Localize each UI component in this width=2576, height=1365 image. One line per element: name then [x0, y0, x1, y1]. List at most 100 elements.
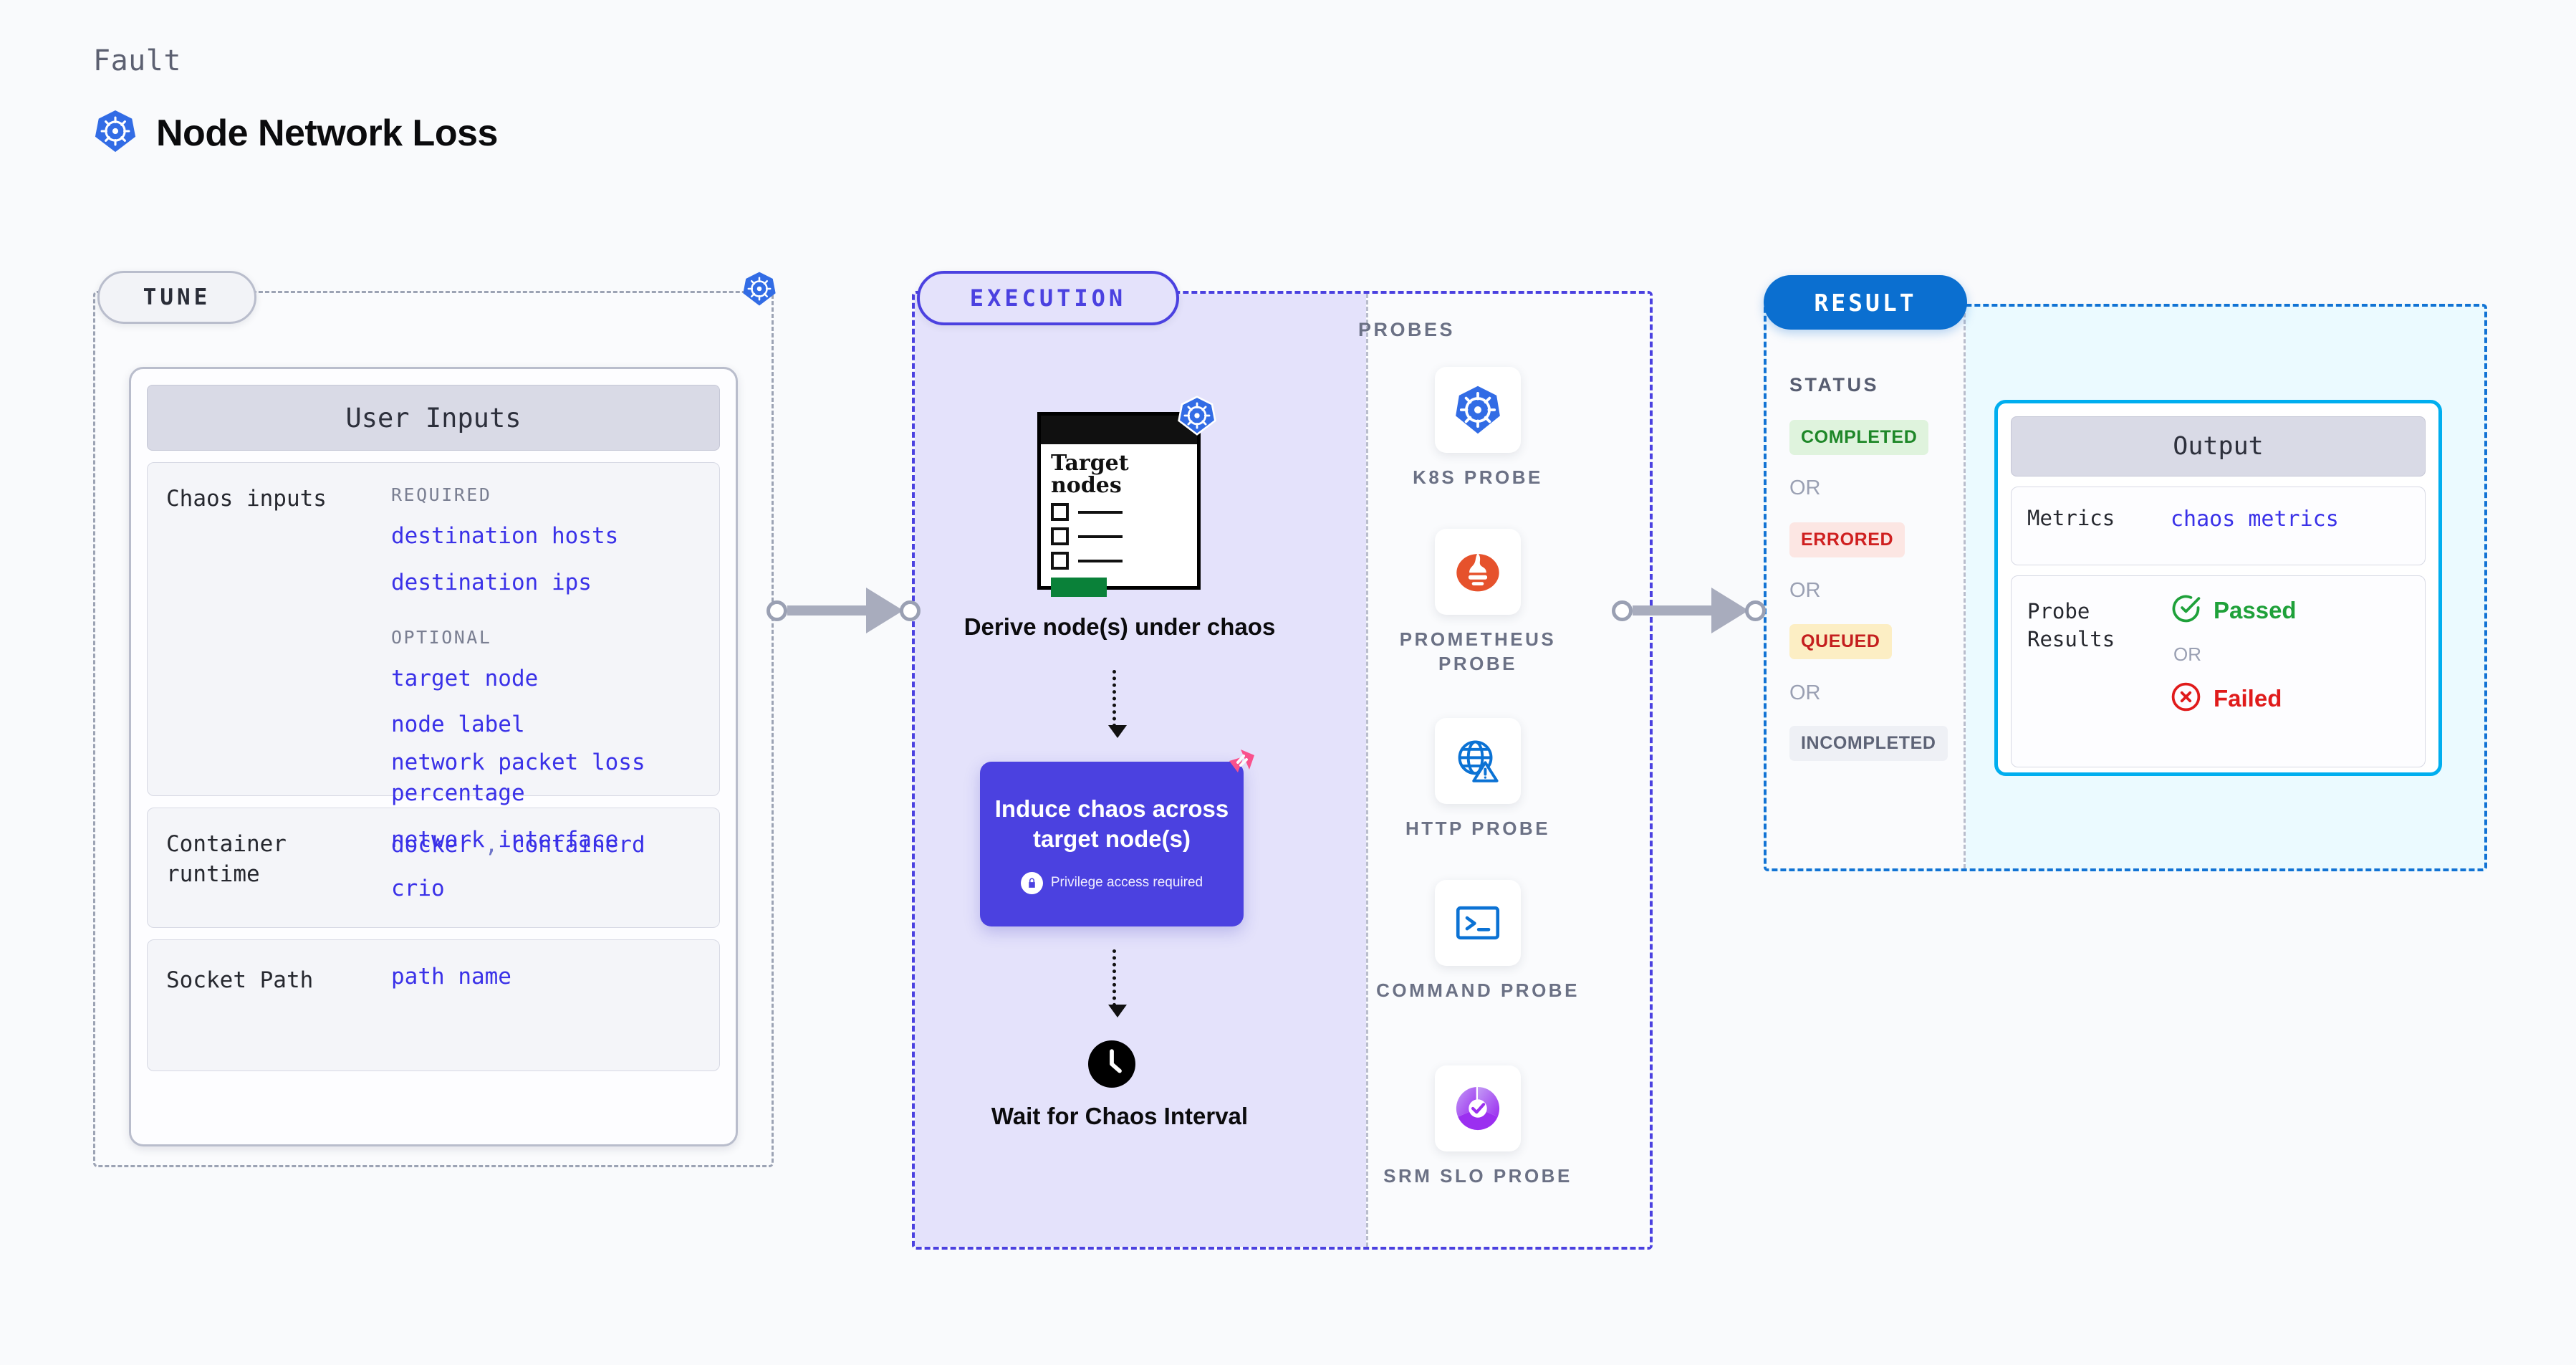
- row-values: docker , containerd crio: [381, 830, 701, 906]
- induce-chaos-title: Induce chaos across target node(s): [994, 795, 1229, 852]
- globe-warning-icon: [1435, 718, 1521, 804]
- induce-chaos-step: Induce chaos across target node(s) Privi…: [980, 762, 1244, 926]
- or-separator: OR: [1789, 681, 1821, 704]
- failed-text: Failed: [2214, 685, 2282, 712]
- optional-group-title: OPTIONAL: [391, 626, 492, 648]
- metrics-value[interactable]: chaos metrics: [2171, 507, 2339, 532]
- probes-label: PROBES: [1358, 319, 1456, 340]
- status-badge-errored: ERRORED: [1789, 522, 1905, 557]
- probe-k8s[interactable]: K8S PROBE: [1370, 367, 1585, 490]
- probe-srm-slo[interactable]: SRM SLO PROBE: [1370, 1065, 1585, 1189]
- status-column: [1767, 307, 1966, 868]
- placeholder-line: [1078, 559, 1123, 562]
- status-badge-queued: QUEUED: [1789, 624, 1892, 659]
- metrics-row: Metrics chaos metrics: [2011, 487, 2426, 565]
- or-separator: OR: [2173, 643, 2201, 665]
- probe-name: PROMETHEUS PROBE: [1399, 628, 1557, 674]
- connector-arrowhead: [866, 588, 903, 633]
- lock-icon: [1020, 871, 1043, 894]
- flow-arrow-down: [1108, 670, 1127, 738]
- kubernetes-icon: [1435, 367, 1521, 453]
- x-circle-icon: [2171, 681, 2201, 716]
- connector-line: [1633, 605, 1713, 616]
- probe-prometheus[interactable]: PROMETHEUS PROBE: [1370, 529, 1585, 676]
- connector-dot: [900, 600, 921, 621]
- connector-line: [787, 605, 868, 616]
- probe-results-label: Probe Results: [2027, 599, 2115, 652]
- socket-path-row: Socket Path path name: [147, 939, 720, 1071]
- row-label: Socket Path: [166, 967, 314, 993]
- privilege-note: Privilege access required: [1020, 871, 1203, 894]
- output-title: Output: [2011, 416, 2426, 476]
- socket-path-value[interactable]: path name: [391, 964, 511, 990]
- or-separator: OR: [1789, 476, 1821, 499]
- prometheus-icon: [1435, 529, 1521, 615]
- probe-http[interactable]: HTTP PROBE: [1370, 718, 1585, 841]
- kubernetes-icon: [741, 271, 777, 310]
- runtime-docker-containerd[interactable]: docker , containerd: [391, 832, 645, 858]
- tune-tag: TUNE: [97, 271, 256, 324]
- derive-step-caption: Derive node(s) under chaos: [963, 613, 1276, 640]
- fault-eyebrow: Fault: [93, 44, 181, 77]
- connector-tune-to-execution: [766, 588, 921, 633]
- green-bar-indicator: [1051, 578, 1107, 598]
- harness-logo-icon: [1222, 747, 1256, 785]
- probe-name: SRM SLO PROBE: [1383, 1165, 1572, 1187]
- kubernetes-icon: [93, 109, 138, 157]
- input-destination-hosts[interactable]: destination hosts: [391, 523, 619, 549]
- checkbox-icon: [1051, 527, 1069, 546]
- probe-result-passed: Passed: [2171, 593, 2409, 628]
- row-values: REQUIRED destination hosts destination i…: [381, 484, 701, 853]
- probe-name: HTTP PROBE: [1405, 818, 1551, 839]
- passed-text: Passed: [2214, 597, 2297, 623]
- user-inputs-card: User Inputs Chaos inputs REQUIRED destin…: [129, 367, 738, 1146]
- kubernetes-icon: [1177, 396, 1217, 439]
- connector-execution-to-result: [1612, 588, 1766, 633]
- placeholder-line: [1078, 535, 1123, 538]
- clock-icon: [1088, 1040, 1135, 1088]
- metrics-label: Metrics: [2027, 506, 2115, 530]
- result-tag: RESULT: [1764, 275, 1967, 330]
- row-label: Container runtime: [166, 831, 287, 887]
- placeholder-line: [1078, 510, 1123, 514]
- probe-result-failed: Failed: [2171, 681, 2409, 716]
- probe-name: K8S PROBE: [1413, 466, 1543, 488]
- status-label: STATUS: [1789, 374, 1879, 396]
- input-network-interface[interactable]: network interface: [391, 826, 619, 853]
- status-badge-completed: COMPLETED: [1789, 420, 1929, 455]
- flow-arrow-down: [1108, 949, 1127, 1017]
- user-inputs-title: User Inputs: [147, 385, 720, 451]
- row-values: path name: [381, 962, 701, 992]
- required-group-title: REQUIRED: [391, 484, 492, 505]
- terminal-icon: [1435, 880, 1521, 966]
- probe-results-row: Probe Results Passed OR: [2011, 575, 2426, 767]
- input-network-packet-loss-percentage[interactable]: network packet loss percentage: [391, 749, 645, 806]
- list-item: [1051, 552, 1187, 570]
- title-row: Node Network Loss: [93, 109, 498, 157]
- connector-arrowhead: [1711, 588, 1749, 633]
- container-runtime-row: Container runtime docker , containerd cr…: [147, 808, 720, 928]
- input-node-label[interactable]: node label: [391, 712, 525, 738]
- privilege-note-text: Privilege access required: [1050, 875, 1203, 891]
- checkbox-icon: [1051, 503, 1069, 522]
- metrics-values: chaos metrics: [2163, 504, 2409, 547]
- status-badge-incompleted: INCOMPLETED: [1789, 726, 1948, 761]
- target-nodes-label: Target nodes: [1051, 451, 1129, 498]
- probe-name: COMMAND PROBE: [1376, 980, 1580, 1001]
- wait-step-caption: Wait for Chaos Interval: [991, 1103, 1249, 1129]
- page-header: Fault Node Network Loss: [93, 44, 498, 157]
- runtime-crio[interactable]: crio: [391, 875, 445, 901]
- probe-command[interactable]: COMMAND PROBE: [1370, 880, 1585, 1003]
- chaos-inputs-row: Chaos inputs REQUIRED destination hosts …: [147, 462, 720, 853]
- target-nodes-card: Target nodes: [1037, 396, 1216, 598]
- input-destination-ips[interactable]: destination ips: [391, 569, 592, 595]
- output-card: Output Metrics chaos metrics Probe Resul…: [1994, 400, 2442, 776]
- checkbox-icon: [1051, 552, 1069, 570]
- page-title: Node Network Loss: [156, 112, 498, 154]
- list-item: [1051, 527, 1187, 546]
- list-item: [1051, 503, 1187, 522]
- input-target-node[interactable]: target node: [391, 665, 539, 691]
- card-titlebar: [1041, 416, 1197, 444]
- or-separator: OR: [1789, 579, 1821, 602]
- check-circle-icon: [2171, 593, 2201, 628]
